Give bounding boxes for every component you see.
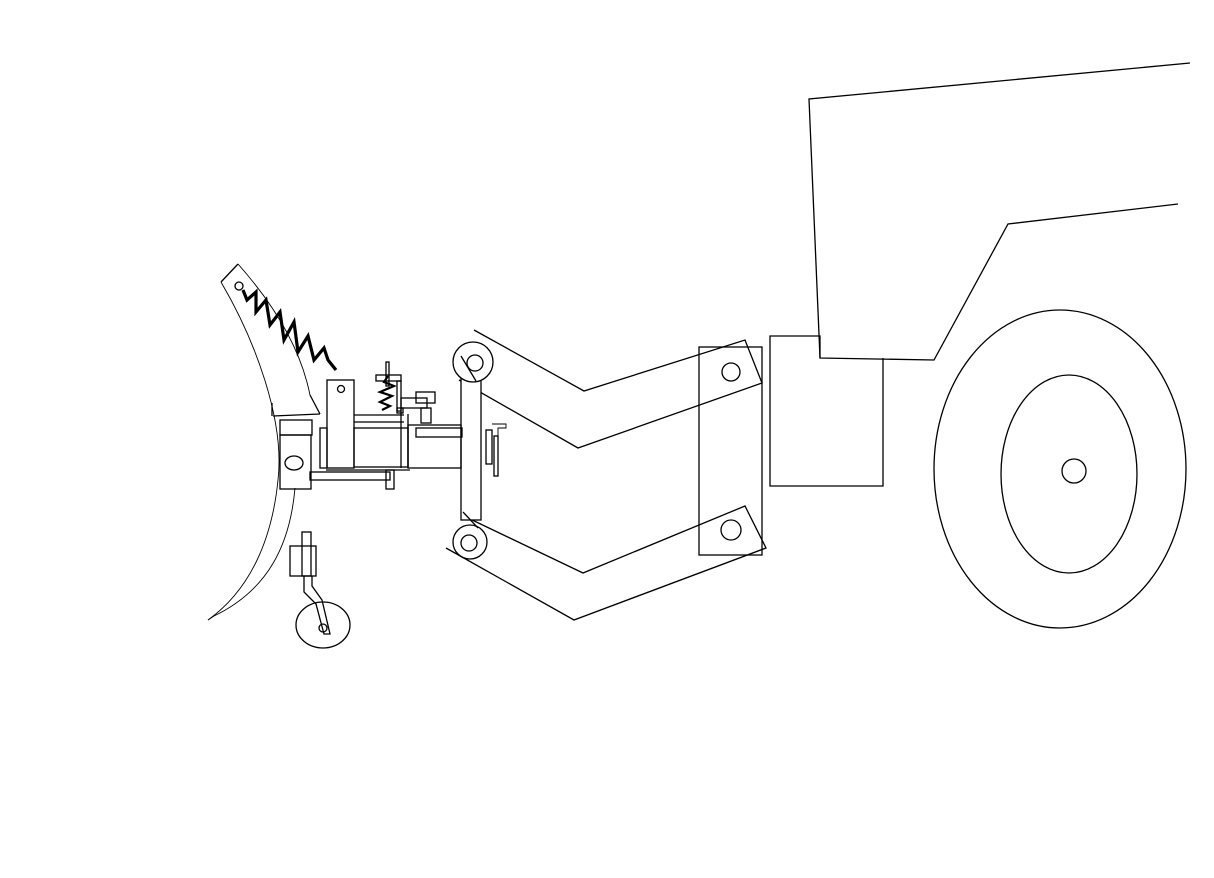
blade-tension-spring bbox=[234, 281, 338, 371]
shoe-wheel bbox=[295, 601, 351, 649]
front-mount-plate bbox=[698, 346, 763, 556]
lower-arm-rear-pin bbox=[720, 519, 742, 541]
lower-pivot-pin bbox=[460, 534, 478, 552]
latch-handle bbox=[485, 423, 507, 477]
wheel-rim bbox=[1000, 374, 1138, 574]
small-spring bbox=[376, 375, 397, 411]
upper-lift-arm bbox=[458, 329, 763, 449]
mounting-bracket bbox=[309, 379, 404, 490]
vehicle-body bbox=[769, 62, 1191, 487]
plow-blade-moldboard bbox=[207, 263, 321, 621]
wheel-hub bbox=[1061, 458, 1087, 484]
hydraulic-cylinder bbox=[326, 408, 463, 471]
upper-pivot-boss bbox=[452, 341, 494, 383]
lower-lift-arm bbox=[445, 505, 767, 621]
angle-bracket bbox=[375, 361, 436, 424]
upper-arm-rear-pin bbox=[721, 362, 741, 382]
lower-pivot-boss bbox=[452, 524, 488, 560]
vehicle-wheel bbox=[933, 309, 1187, 629]
blade-shoe bbox=[289, 531, 351, 649]
upper-pivot-pin bbox=[466, 354, 484, 372]
vertical-pivot-post bbox=[452, 341, 494, 560]
blade-pivot-pin bbox=[284, 455, 304, 471]
wheel-tire bbox=[933, 309, 1187, 629]
